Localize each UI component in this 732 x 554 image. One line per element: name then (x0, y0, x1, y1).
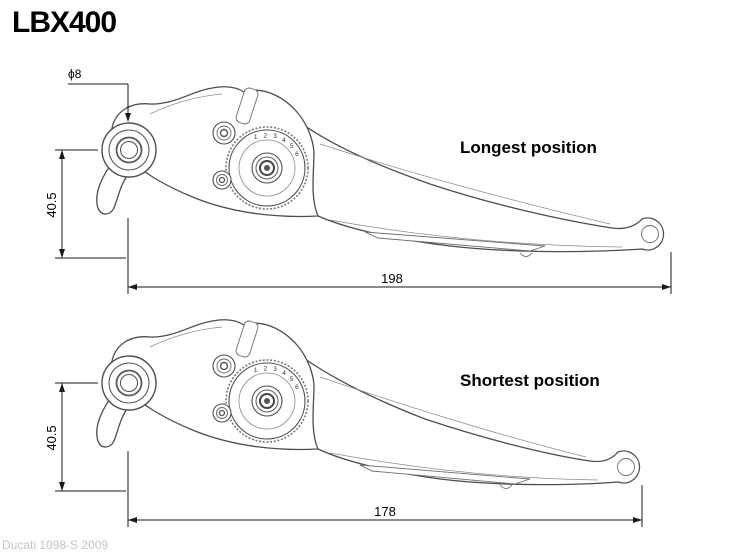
blade-bottom-detail-line (329, 219, 623, 248)
scale-number-1: 1 (254, 134, 258, 141)
position-label-shortest: Shortest position (460, 371, 600, 390)
dial-knob-ring (255, 156, 279, 180)
scale-number-6: 6 (295, 384, 299, 391)
dial-knob-ring (255, 389, 279, 413)
adjuster-dial: 1 2 3 4 5 6 (225, 126, 309, 210)
body-top-detail-line (149, 93, 223, 115)
scale-number-4: 4 (282, 137, 286, 144)
dimension-height: 40.5 (44, 382, 126, 492)
dial-knob-hex (259, 393, 275, 409)
technical-drawing-shortest: 1 2 3 4 5 6 (44, 318, 643, 527)
adjuster-release-tab (235, 87, 259, 125)
scale-number-5: 5 (290, 376, 294, 383)
pivot-rollers (212, 121, 236, 190)
page-title: LBX400 (12, 6, 117, 39)
scale-number-6: 6 (295, 151, 299, 158)
scale-number-2: 2 (263, 365, 267, 372)
dial-inner-ring (238, 372, 296, 430)
scale-number-3: 3 (273, 366, 277, 373)
height-dim-text: 40.5 (44, 425, 59, 450)
blade-bottom-detail-line (329, 452, 599, 481)
adjuster-dial: 1 2 3 4 5 6 (225, 359, 309, 443)
blade-insert-plate (364, 231, 546, 252)
scale-number-3: 3 (273, 133, 277, 140)
blade-top-detail-line (319, 376, 587, 458)
blade-under-bump (499, 484, 513, 489)
lever-drawing-shortest: 1 2 3 4 5 6 (96, 318, 641, 489)
dial-knurl-ring (225, 359, 309, 443)
length-dim-text: 198 (381, 271, 403, 286)
dial-knurl-ring (225, 126, 309, 210)
adjuster-release-tab (235, 320, 259, 358)
dial-scale-numbers: 1 2 3 4 5 6 (254, 132, 299, 158)
dial-knob-center (264, 165, 270, 171)
body-top-detail-line (149, 326, 223, 348)
dimension-length: 178 (127, 451, 643, 527)
watermark-text: Ducati 1098-S 2009 (2, 538, 109, 552)
dimension-height: 40.5 (44, 149, 126, 259)
blade-top-detail-line (319, 143, 611, 225)
dimension-length: 198 (127, 218, 672, 294)
blade-insert-plate (359, 464, 531, 485)
pivot-rollers (212, 354, 236, 423)
blade-tip-inner (641, 225, 659, 243)
position-label-longest: Longest position (460, 138, 597, 157)
blade-under-bump (519, 252, 533, 257)
lever-hook (96, 398, 128, 448)
dial-knob-hex (259, 160, 275, 176)
dimension-hole-diameter: ϕ8 (68, 67, 131, 122)
lever-drawing-longest: 1 2 3 4 5 6 (96, 85, 665, 257)
scale-number-4: 4 (282, 370, 286, 377)
length-dim-text: 178 (374, 504, 396, 519)
dial-inner-ring (238, 139, 296, 197)
blade-tip-inner (617, 458, 635, 476)
lever-hook (96, 165, 128, 215)
scale-number-5: 5 (290, 143, 294, 150)
technical-drawing-longest: 1 2 3 4 5 6 (44, 67, 672, 294)
scale-number-1: 1 (254, 367, 258, 374)
height-dim-text: 40.5 (44, 192, 59, 217)
pivot-boss (101, 122, 157, 178)
scale-number-2: 2 (263, 132, 267, 139)
hole-diameter-text: ϕ8 (68, 67, 82, 81)
dial-knob-center (264, 398, 270, 404)
pivot-boss (101, 355, 157, 411)
dial-scale-numbers: 1 2 3 4 5 6 (254, 365, 299, 391)
